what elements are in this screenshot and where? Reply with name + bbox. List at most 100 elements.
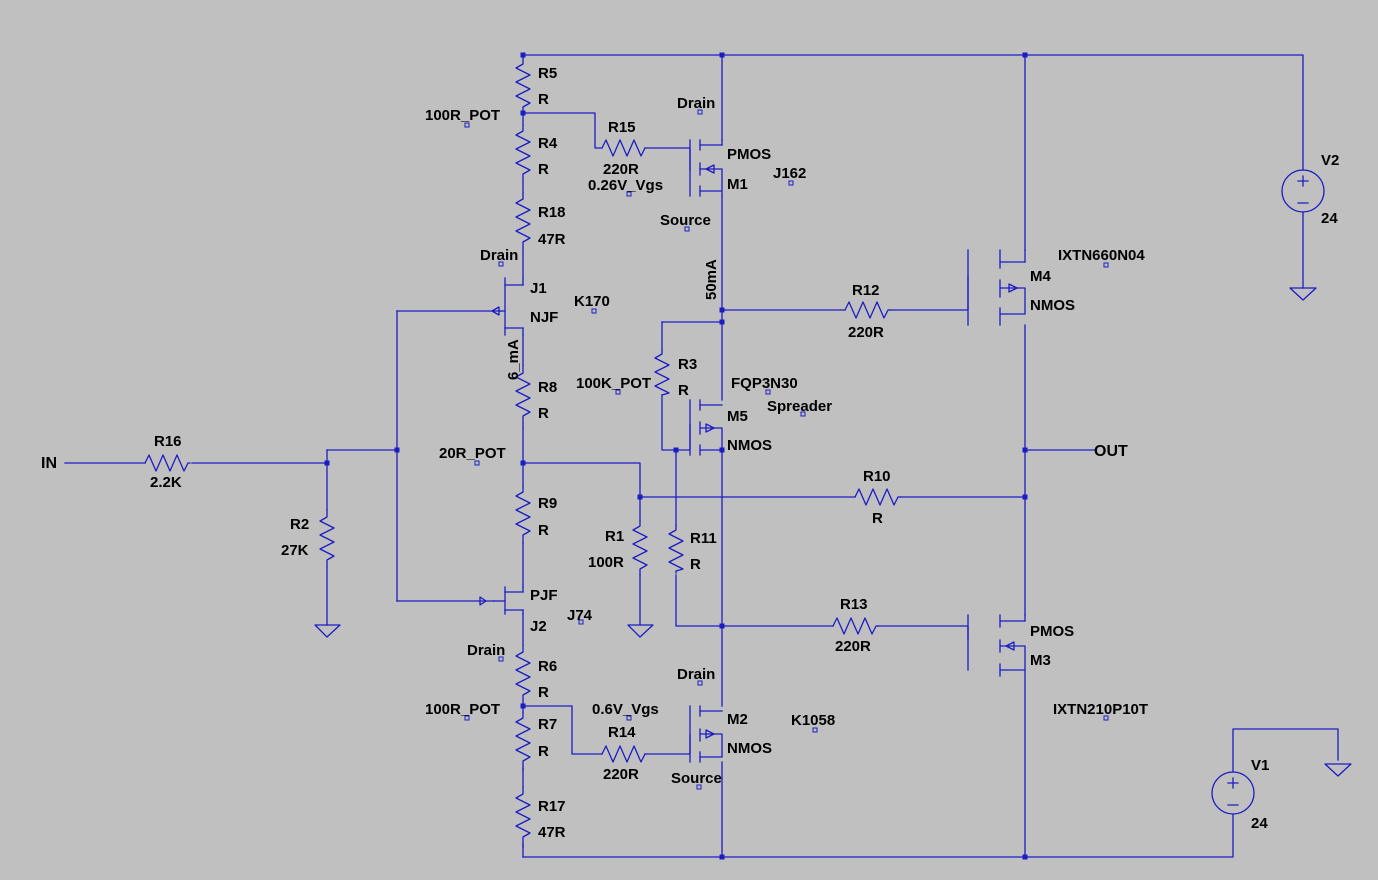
r16-value: 2.2K	[150, 474, 182, 491]
m1-type: PMOS	[727, 146, 771, 163]
resistor-r12[interactable]	[844, 301, 891, 319]
v1-value: 24	[1251, 815, 1268, 832]
part-label-k1058: K1058	[791, 712, 835, 729]
r3-ref: R3	[678, 356, 697, 373]
r13-value: 220R	[835, 638, 871, 655]
resistor-r13[interactable]	[832, 617, 879, 635]
r3-value: R	[678, 382, 689, 399]
r8-value: R	[538, 405, 549, 422]
label-anchor-markers	[464, 109, 1109, 790]
r18-value: 47R	[538, 231, 566, 248]
net-label-in: IN	[41, 455, 57, 472]
resistor-r9[interactable]	[515, 485, 531, 544]
j1-type: NJF	[530, 309, 558, 326]
r16-ref: R16	[154, 433, 182, 450]
resistor-r17[interactable]	[515, 786, 531, 848]
resistor-r4[interactable]	[515, 124, 531, 182]
drain-label-j1: Drain	[480, 247, 518, 264]
drain-label-j2: Drain	[467, 642, 505, 659]
mosfet-m4[interactable]	[967, 249, 1026, 326]
resistor-r8[interactable]	[515, 364, 531, 429]
wires	[64, 54, 1339, 858]
r17-value: 47R	[538, 824, 566, 841]
net-label-out: OUT	[1094, 443, 1128, 460]
r10-ref: R10	[863, 468, 891, 485]
drain-label-m1: Drain	[677, 95, 715, 112]
resistor-r2[interactable]	[319, 509, 335, 567]
r18-ref: R18	[538, 204, 566, 221]
resistor-r5[interactable]	[515, 57, 531, 114]
spreader-label: Spreader	[767, 398, 832, 415]
r9-value: R	[538, 522, 549, 539]
r15-ref: R15	[608, 119, 636, 136]
mosfet-m3[interactable]	[967, 614, 1026, 677]
m5-type: NMOS	[727, 437, 772, 454]
part-label-ixtn210p10t: IXTN210P10T	[1053, 701, 1148, 718]
pot-label-top: 100R_POT	[425, 107, 500, 124]
r2-ref: R2	[290, 516, 309, 533]
mosfet-m2[interactable]	[689, 705, 723, 763]
resistor-r7[interactable]	[515, 711, 531, 771]
r7-value: R	[538, 743, 549, 760]
current-label-m1: 50mA	[703, 259, 720, 300]
r11-ref: R11	[690, 530, 717, 547]
resistor-r14[interactable]	[601, 745, 646, 763]
resistor-r1[interactable]	[632, 519, 648, 576]
resistor-r6[interactable]	[515, 644, 531, 705]
part-label-ixtn660n04: IXTN660N04	[1058, 247, 1145, 264]
r14-ref: R14	[608, 724, 636, 741]
r5-ref: R5	[538, 65, 557, 82]
resistor-r3[interactable]	[654, 349, 670, 396]
resistor-r15[interactable]	[601, 139, 646, 157]
component-labels: IN OUT R5 R R4 R R18 47R R8 R R9 R R6 R …	[41, 65, 1339, 841]
r7-ref: R7	[538, 716, 557, 733]
r6-value: R	[538, 684, 549, 701]
mosfet-m1[interactable]	[689, 139, 723, 197]
r6-ref: R6	[538, 658, 557, 675]
r4-value: R	[538, 161, 549, 178]
r12-ref: R12	[852, 282, 880, 299]
resistor-r18[interactable]	[515, 192, 531, 250]
r10-value: R	[872, 510, 883, 527]
m2-ref: M2	[727, 711, 748, 728]
resistor-r10[interactable]	[854, 488, 901, 506]
jfet-j2[interactable]	[479, 586, 524, 615]
m3-type: PMOS	[1030, 623, 1074, 640]
resistor-r16[interactable]	[144, 454, 191, 472]
voltage-source-v1[interactable]	[1211, 771, 1255, 815]
ground-symbol	[314, 287, 1352, 777]
r14-value: 220R	[603, 766, 639, 783]
r9-ref: R9	[538, 495, 557, 512]
r8-ref: R8	[538, 379, 557, 396]
source-label-m1: Source	[660, 212, 711, 229]
m2-type: NMOS	[727, 740, 772, 757]
pot-label-bottom: 100R_POT	[425, 701, 500, 718]
r12-value: 220R	[848, 324, 884, 341]
part-label-j162: J162	[773, 165, 806, 182]
v1-ref: V1	[1251, 757, 1269, 774]
r2-value: 27K	[281, 542, 309, 559]
part-label-j74: J74	[567, 607, 593, 624]
mosfet-m5[interactable]	[689, 399, 723, 456]
voltage-source-v2[interactable]	[1281, 169, 1325, 213]
drain-label-m2: Drain	[677, 666, 715, 683]
r11-value: R	[690, 556, 701, 573]
r4-ref: R4	[538, 135, 558, 152]
r1-ref: R1	[605, 528, 624, 545]
part-label-fqp3n30: FQP3N30	[731, 375, 798, 392]
m1-ref: M1	[727, 176, 748, 193]
part-label-k170: K170	[574, 293, 610, 310]
pot-label-spreader: 100K_POT	[576, 375, 651, 392]
vgs-label-m1: 0.26V_Vgs	[588, 177, 663, 194]
r5-value: R	[538, 91, 549, 108]
j2-ref: J2	[530, 618, 547, 635]
resistor-r11[interactable]	[668, 524, 684, 574]
r15-value: 220R	[603, 161, 639, 178]
vgs-label-m2: 0.6V_Vgs	[592, 701, 659, 718]
m5-ref: M5	[727, 408, 748, 425]
m4-ref: M4	[1030, 268, 1051, 285]
m3-ref: M3	[1030, 652, 1051, 669]
jfet-j1[interactable]	[491, 277, 524, 336]
m4-type: NMOS	[1030, 297, 1075, 314]
